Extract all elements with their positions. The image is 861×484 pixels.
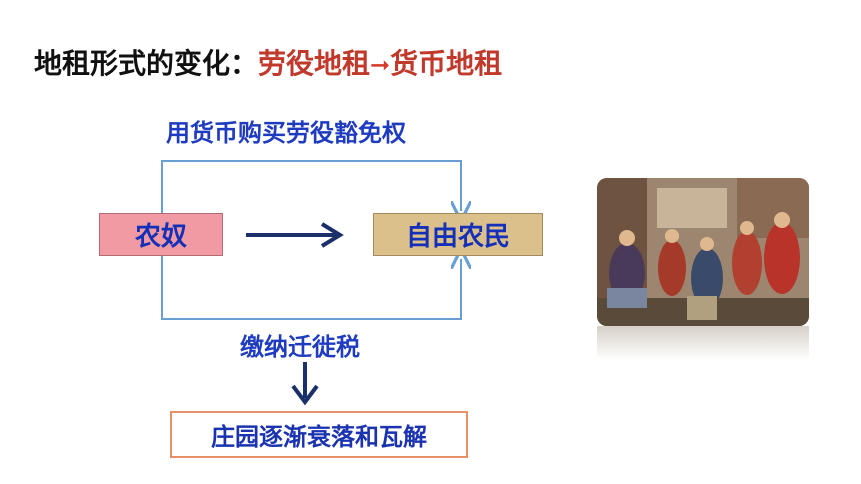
bottom-path-label: 缴纳迁徙税 bbox=[240, 333, 360, 361]
top-path-label: 用货币购买劳役豁免权 bbox=[166, 119, 406, 147]
title-from: 劳役地租 bbox=[258, 47, 371, 80]
result-box: 庄园逐渐衰落和瓦解 bbox=[170, 411, 468, 458]
free-farmer-box: 自由农民 bbox=[373, 213, 543, 256]
main-arrow-head bbox=[320, 222, 344, 248]
top-path-line bbox=[161, 160, 461, 213]
title-arrow-icon: ➞ bbox=[370, 51, 391, 79]
serf-box: 农奴 bbox=[99, 213, 223, 256]
down-arrow-head bbox=[291, 384, 319, 406]
picture-reflection bbox=[597, 326, 809, 360]
medieval-market-painting-icon bbox=[597, 178, 809, 326]
title-prefix: 地租形式的变化： bbox=[34, 47, 259, 80]
bottom-path-line bbox=[161, 256, 461, 320]
page-title: 地租形式的变化：劳役地租➞货币地租 bbox=[34, 40, 502, 89]
title-to: 货币地租 bbox=[390, 47, 503, 80]
